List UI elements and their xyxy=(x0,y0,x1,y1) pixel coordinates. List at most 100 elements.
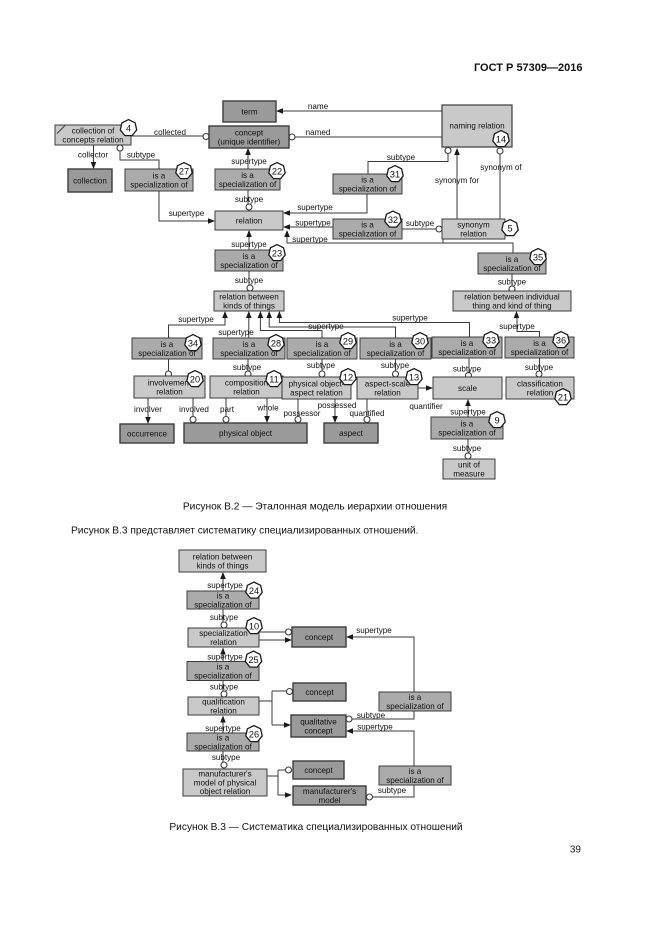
svg-text:supertype: supertype xyxy=(308,322,344,331)
svg-text:unit of: unit of xyxy=(458,461,481,470)
svg-text:relation: relation xyxy=(460,229,487,238)
svg-text:subtype: subtype xyxy=(381,361,410,370)
svg-text:is a: is a xyxy=(409,767,422,776)
svg-text:30: 30 xyxy=(415,336,425,346)
svg-text:28: 28 xyxy=(271,338,281,348)
svg-text:Рисунок В.2 — Эталонная модель: Рисунок В.2 — Эталонная модель иерархии … xyxy=(183,502,447,513)
svg-text:quantified: quantified xyxy=(349,409,384,418)
svg-text:concept: concept xyxy=(304,726,333,735)
svg-text:supertype: supertype xyxy=(207,653,243,662)
svg-text:specialization of: specialization of xyxy=(194,671,252,680)
svg-text:part: part xyxy=(220,405,235,414)
svg-text:physical object: physical object xyxy=(219,429,273,438)
svg-text:36: 36 xyxy=(556,335,566,345)
svg-text:whole: whole xyxy=(256,404,279,413)
svg-text:synonym for: synonym for xyxy=(435,176,479,185)
svg-text:29: 29 xyxy=(343,336,353,346)
svg-text:subtype: subtype xyxy=(210,613,239,622)
svg-text:involved: involved xyxy=(179,405,209,414)
svg-text:subtype: subtype xyxy=(357,711,386,720)
svg-text:9: 9 xyxy=(494,415,499,425)
svg-text:collector: collector xyxy=(78,151,108,160)
svg-text:quantifier: quantifier xyxy=(409,402,443,411)
svg-text:kinds of things: kinds of things xyxy=(197,561,249,570)
svg-text:specialization of: specialization of xyxy=(367,349,425,358)
svg-text:classification: classification xyxy=(517,380,563,389)
svg-text:is a: is a xyxy=(533,339,546,348)
svg-text:24: 24 xyxy=(249,586,259,596)
svg-text:is a: is a xyxy=(361,221,374,230)
svg-text:27: 27 xyxy=(179,166,189,176)
svg-text:5: 5 xyxy=(507,223,512,233)
svg-text:(unique identifier): (unique identifier) xyxy=(218,137,281,146)
svg-text:composition: composition xyxy=(225,379,268,388)
svg-text:ГОСТ Р 57309—2016: ГОСТ Р 57309—2016 xyxy=(474,62,583,74)
svg-text:concept: concept xyxy=(304,766,333,775)
svg-text:relation between individual: relation between individual xyxy=(464,293,560,302)
svg-text:is a: is a xyxy=(361,176,374,185)
svg-text:supertype: supertype xyxy=(207,581,243,590)
svg-text:object relation: object relation xyxy=(200,787,250,796)
svg-text:supertype: supertype xyxy=(392,314,428,323)
svg-text:32: 32 xyxy=(388,215,398,225)
svg-text:26: 26 xyxy=(249,729,259,739)
svg-text:subtype: subtype xyxy=(378,786,407,795)
svg-text:31: 31 xyxy=(390,169,400,179)
svg-text:25: 25 xyxy=(248,655,258,665)
svg-text:supertype: supertype xyxy=(295,219,331,228)
svg-text:14: 14 xyxy=(496,134,506,144)
svg-text:specialization of: specialization of xyxy=(293,349,351,358)
svg-text:supertype: supertype xyxy=(357,723,393,732)
svg-text:4: 4 xyxy=(126,123,131,133)
svg-text:kinds of things: kinds of things xyxy=(223,301,275,310)
svg-text:collected: collected xyxy=(154,128,186,137)
svg-text:synonym of: synonym of xyxy=(480,163,522,172)
svg-text:specialization of: specialization of xyxy=(339,229,397,238)
svg-text:is a: is a xyxy=(389,340,402,349)
svg-text:21: 21 xyxy=(558,392,568,402)
svg-text:aspect: aspect xyxy=(339,429,364,438)
svg-text:relation between: relation between xyxy=(193,553,252,562)
svg-text:specialization of: specialization of xyxy=(386,702,444,711)
svg-text:collection of: collection of xyxy=(72,127,115,136)
svg-text:11: 11 xyxy=(269,374,279,384)
svg-text:supertype: supertype xyxy=(169,209,205,218)
svg-text:model of physical: model of physical xyxy=(194,778,257,787)
svg-text:12: 12 xyxy=(343,372,353,382)
svg-text:is a: is a xyxy=(217,592,230,601)
svg-text:possessed: possessed xyxy=(318,401,357,410)
svg-text:relation: relation xyxy=(236,216,263,225)
svg-text:13: 13 xyxy=(409,372,419,382)
svg-text:39: 39 xyxy=(570,845,582,856)
svg-text:thing and kind of thing: thing and kind of thing xyxy=(472,301,551,310)
svg-text:specialization of: specialization of xyxy=(438,348,496,357)
svg-text:aspect-scale: aspect-scale xyxy=(365,380,411,389)
svg-text:term: term xyxy=(241,107,257,116)
svg-text:aspect relation: aspect relation xyxy=(290,388,343,397)
svg-text:33: 33 xyxy=(486,335,496,345)
svg-text:subtype: subtype xyxy=(387,153,416,162)
svg-text:synonym: synonym xyxy=(457,221,490,230)
svg-text:35: 35 xyxy=(533,252,543,262)
svg-text:concept: concept xyxy=(305,688,334,697)
svg-text:qualitative: qualitative xyxy=(300,718,337,727)
svg-text:is a: is a xyxy=(241,171,254,180)
svg-text:subtype: subtype xyxy=(233,363,262,372)
svg-text:is a: is a xyxy=(506,255,519,264)
svg-text:Рисунок В.3 — Систематика спец: Рисунок В.3 — Систематика специализирова… xyxy=(169,822,462,833)
svg-text:Рисунок В.3 представляет систе: Рисунок В.3 представляет систематику спе… xyxy=(71,526,418,537)
svg-text:is a: is a xyxy=(153,172,166,181)
svg-text:subtype: subtype xyxy=(453,444,482,453)
svg-text:subtype: subtype xyxy=(235,276,264,285)
svg-text:34: 34 xyxy=(188,338,198,348)
svg-text:is a: is a xyxy=(243,340,256,349)
svg-text:supertype: supertype xyxy=(231,157,267,166)
svg-text:concepts relation: concepts relation xyxy=(62,135,123,144)
svg-text:specialization of: specialization of xyxy=(438,428,496,437)
svg-text:20: 20 xyxy=(190,374,200,384)
svg-text:is a: is a xyxy=(409,693,422,702)
svg-text:relation: relation xyxy=(156,387,183,396)
svg-text:concept: concept xyxy=(305,633,334,642)
svg-text:relation between: relation between xyxy=(219,293,278,302)
svg-text:specialization of: specialization of xyxy=(386,776,444,785)
